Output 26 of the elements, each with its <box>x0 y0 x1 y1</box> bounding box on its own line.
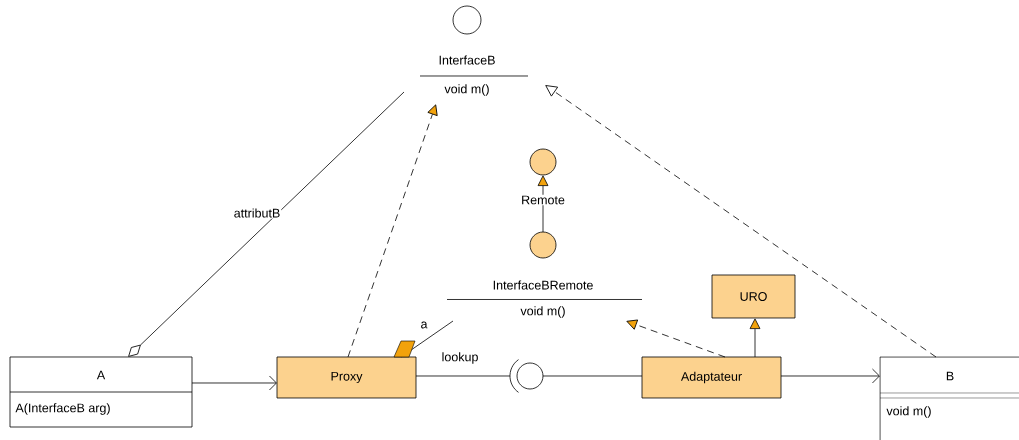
connector <box>542 375 643 377</box>
connector <box>415 375 511 377</box>
interface-circle <box>529 231 557 259</box>
connector <box>347 104 438 358</box>
edge-label: lookup <box>440 351 480 365</box>
connector <box>128 91 405 357</box>
class-box: B void m() <box>879 356 1019 440</box>
connector <box>749 318 761 358</box>
interface-circle <box>452 5 482 35</box>
edge-label: Remote <box>520 194 566 206</box>
connector <box>393 320 454 358</box>
edge-label: attributB <box>232 207 282 219</box>
interface-circle <box>529 148 557 176</box>
connector <box>537 175 549 233</box>
connector <box>191 375 277 391</box>
edge-label: a <box>419 320 429 330</box>
class-box: A A(InterfaceB arg) <box>9 356 193 428</box>
interface-label: InterfaceB void m() <box>419 55 529 96</box>
class-box: URO <box>711 274 796 319</box>
interface-label: InterfaceBRemote void m() <box>446 280 643 318</box>
socket-symbol <box>509 359 544 393</box>
class-box: Adaptateur <box>641 356 782 399</box>
class-box: Proxy <box>276 356 417 399</box>
connector <box>545 85 937 358</box>
connector <box>626 319 726 358</box>
connector <box>780 368 880 384</box>
